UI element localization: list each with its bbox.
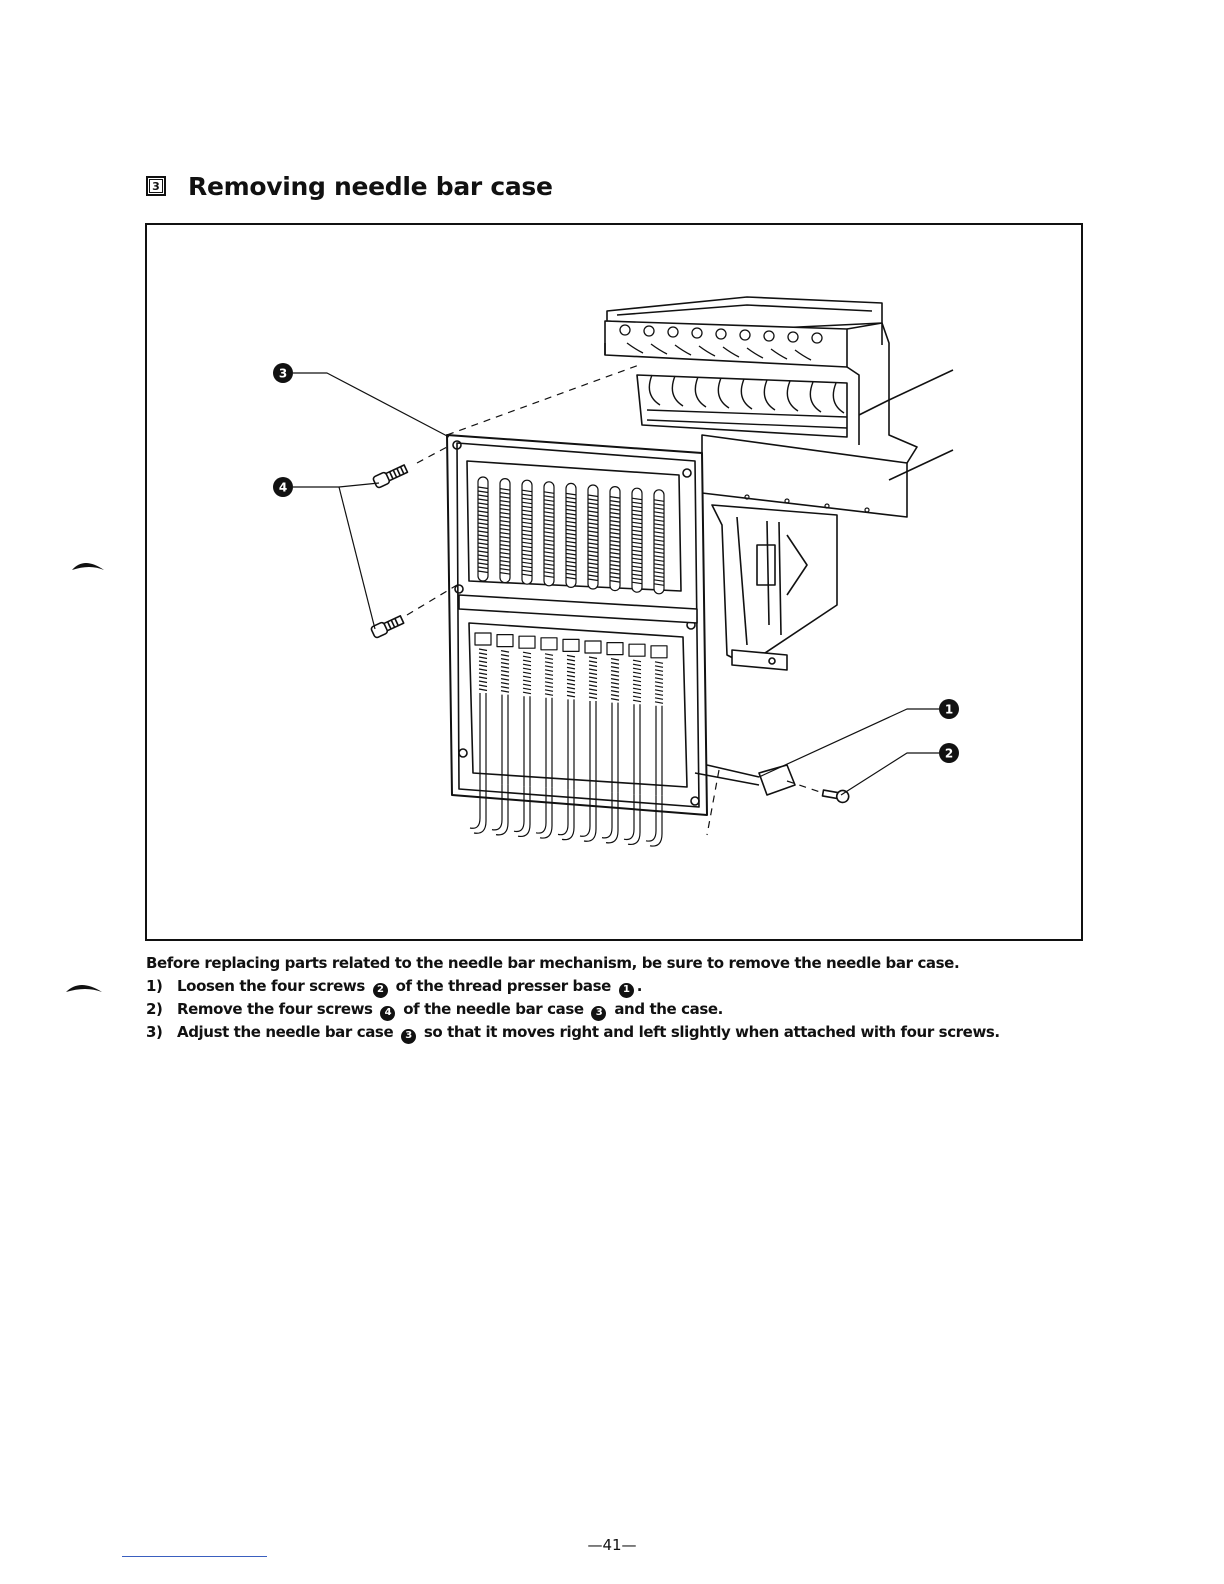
margin-mark-icon — [66, 985, 102, 992]
needle-bar — [513, 635, 536, 838]
section-title: 3 Removing needle bar case — [146, 166, 553, 206]
section-number: 3 — [149, 179, 163, 193]
callout-ref-icon: 1 — [618, 982, 634, 998]
bottom-rule — [122, 1556, 267, 1557]
spring — [521, 479, 533, 585]
needle-bar — [579, 640, 602, 842]
instruction-step-1: 1) Loosen the four screws 2 of the threa… — [146, 975, 1106, 998]
step-text: Loosen the four screws — [177, 977, 365, 995]
spring — [587, 484, 599, 590]
section-number-badge: 3 — [146, 176, 166, 196]
spring — [543, 481, 555, 587]
needle-bar — [601, 642, 624, 844]
margin-mark-icon — [72, 563, 104, 570]
callout-markers: 3 4 1 2 — [273, 363, 959, 763]
needle-bar — [469, 632, 492, 834]
step-number: 2) — [146, 1000, 163, 1018]
callout-3: 3 — [273, 363, 293, 383]
spring — [565, 482, 577, 588]
needle-bar — [491, 634, 514, 836]
spring — [609, 486, 621, 592]
callout-ref-icon: 4 — [380, 1005, 396, 1021]
step-number: 1) — [146, 977, 163, 995]
callout-2: 2 — [939, 743, 959, 763]
needle-bar — [557, 638, 580, 841]
instructions: Before replacing parts related to the ne… — [146, 952, 1106, 1044]
needle-bar — [623, 643, 646, 846]
step-text: Adjust the needle bar case — [177, 1023, 394, 1041]
step-text: of the needle bar case — [403, 1000, 584, 1018]
callout-2-label: 2 — [945, 747, 953, 761]
spring — [477, 476, 489, 582]
spring — [653, 489, 665, 595]
step-text: so that it moves right and left slightly… — [423, 1023, 1000, 1041]
page-title: Removing needle bar case — [188, 171, 553, 201]
callout-3-label: 3 — [279, 367, 287, 381]
step-number: 3) — [146, 1023, 163, 1041]
step-text: . — [636, 977, 643, 995]
step-text: of the thread presser base — [395, 977, 612, 995]
instruction-step-3: 3) Adjust the needle bar case 3 so that … — [146, 1021, 1106, 1044]
callout-4-label: 4 — [279, 481, 287, 495]
spring — [631, 487, 643, 593]
callout-ref-icon: 3 — [401, 1028, 417, 1044]
needle-bar-case-illustration: 3 4 1 2 — [273, 296, 959, 847]
instructions-intro: Before replacing parts related to the ne… — [146, 954, 960, 972]
step-text: Remove the four screws — [177, 1000, 373, 1018]
needle-bar — [645, 645, 668, 847]
callout-ref-icon: 2 — [372, 982, 388, 998]
figure-frame: 3 4 1 2 — [145, 223, 1083, 941]
step-text: and the case. — [614, 1000, 723, 1018]
callout-1: 1 — [939, 699, 959, 719]
needle-bar — [535, 637, 558, 839]
instruction-step-2: 2) Remove the four screws 4 of the needl… — [146, 998, 1106, 1021]
page-number: —41— — [587, 1536, 637, 1554]
callout-ref-icon: 3 — [591, 1005, 607, 1021]
spring — [499, 478, 511, 584]
callout-4: 4 — [273, 477, 293, 497]
callout-1-label: 1 — [945, 703, 953, 717]
